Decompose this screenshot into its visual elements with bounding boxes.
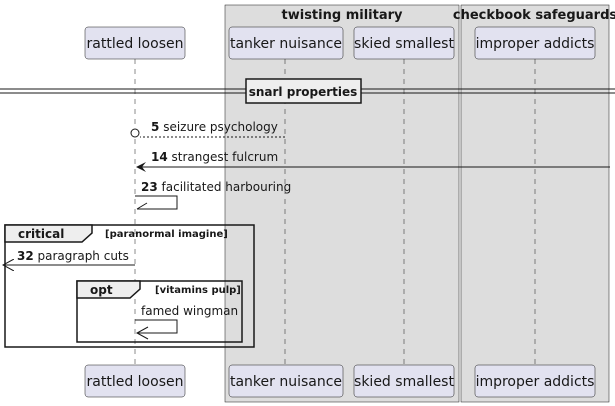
message-14: 14 strangest fulcrum — [136, 150, 610, 172]
message-label: 14 strangest fulcrum — [151, 150, 278, 164]
fragment-critical: critical [paranormal imagine] — [4, 224, 255, 348]
participant-label: improper addicts — [476, 36, 595, 52]
message-label: 32 paragraph cuts — [17, 249, 129, 263]
message-label: 23 facilitated harbouring — [141, 180, 291, 194]
participant-label: rattled loosen — [87, 374, 184, 390]
message-label: 5 seizure psychology — [151, 120, 278, 134]
message-number: 5 — [151, 120, 159, 134]
participant-tanker-nuisance-top: tanker nuisance — [228, 26, 344, 60]
message-number: 32 — [17, 249, 34, 263]
participant-rattled-loosen-bottom: rattled loosen — [84, 364, 186, 398]
message-number: 14 — [151, 150, 168, 164]
group-title-checkbook-safeguards: checkbook safeguards — [453, 8, 615, 23]
message-label: famed wingman — [141, 304, 238, 318]
participant-improper-addicts-bottom: improper addicts — [474, 364, 596, 398]
group-box-twisting-military — [224, 4, 460, 403]
fragment-guard: [paranormal imagine] — [105, 229, 228, 240]
group-title-twisting-military: twisting military — [282, 8, 403, 23]
participant-label: skied smallest — [354, 374, 454, 390]
participant-label: rattled loosen — [87, 36, 184, 52]
message-number: 23 — [141, 180, 158, 194]
message-5: 5 seizure psychology — [130, 120, 285, 138]
participant-label: tanker nuisance — [230, 374, 342, 390]
participant-improper-addicts-top: improper addicts — [474, 26, 596, 60]
message-famed-wingman: famed wingman — [135, 304, 238, 340]
message-text: paragraph cuts — [38, 249, 129, 263]
participant-rattled-loosen-top: rattled loosen — [84, 26, 186, 60]
fragment-guard: [vitamins pulp] — [155, 285, 241, 296]
participant-skied-smallest-top: skied smallest — [353, 26, 454, 60]
divider-label: snarl properties — [249, 85, 358, 99]
fragment-opt: opt [vitamins pulp] — [76, 280, 243, 343]
participant-tanker-nuisance-bottom: tanker nuisance — [228, 364, 344, 398]
participant-skied-smallest-bottom: skied smallest — [353, 364, 454, 398]
participant-label: improper addicts — [476, 374, 595, 390]
participant-label: tanker nuisance — [230, 36, 342, 52]
divider-snarl-properties: snarl properties — [0, 78, 615, 104]
message-32: 32 paragraph cuts — [3, 249, 135, 265]
message-text: facilitated harbouring — [162, 180, 292, 194]
message-text: seizure psychology — [163, 120, 278, 134]
message-text: strangest fulcrum — [172, 150, 279, 164]
fragment-keyword: critical — [18, 227, 64, 241]
participant-label: skied smallest — [354, 36, 454, 52]
fragment-keyword: opt — [90, 283, 113, 297]
message-23: 23 facilitated harbouring — [135, 180, 291, 210]
